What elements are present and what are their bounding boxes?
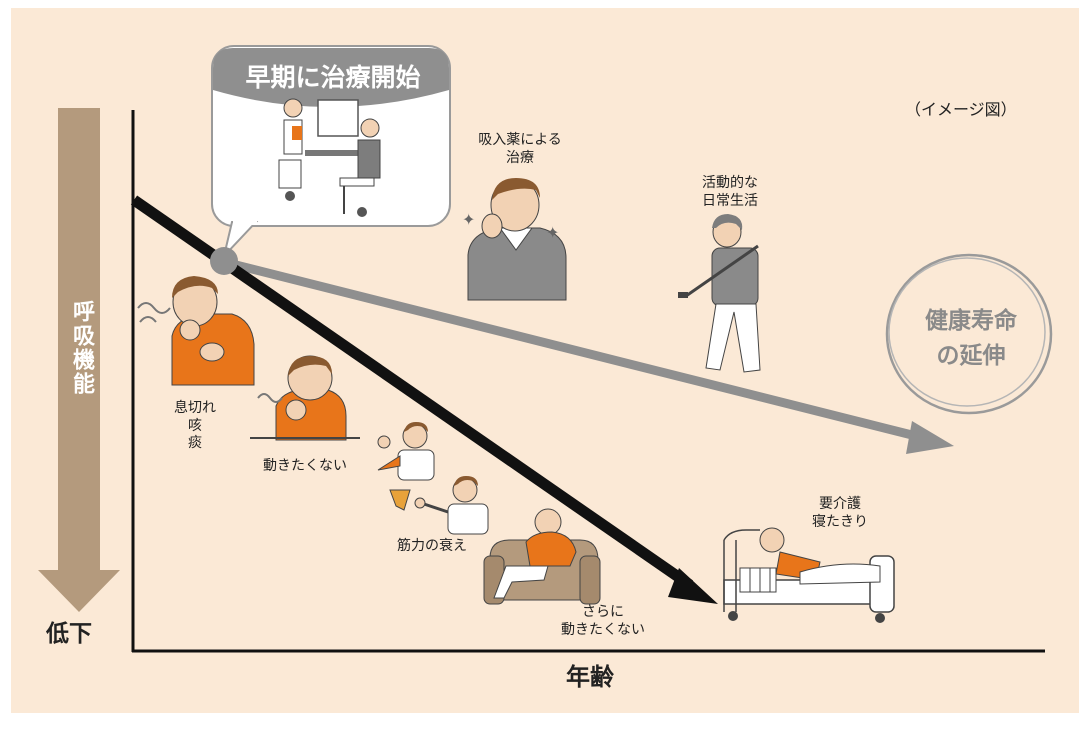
label-no-motivation: 動きたくない xyxy=(263,458,347,474)
bedridden-patient xyxy=(723,527,895,623)
goal-text: 健康寿命 の延伸 xyxy=(925,308,1017,369)
y-axis-label: 呼吸機能 xyxy=(69,300,94,396)
armchair-man xyxy=(483,508,601,605)
label-muscle-decline: 筋力の衰え xyxy=(397,538,467,554)
image-note: （イメージ図） xyxy=(905,100,1017,119)
treatment-start-point xyxy=(210,247,238,275)
svg-text:✦: ✦ xyxy=(462,210,475,229)
weak-man-1 xyxy=(377,422,435,511)
label-breathlessness: 息切れ 咳 痰 xyxy=(174,400,216,451)
label-care-required: 要介護 寝たきり xyxy=(812,496,868,530)
label-even-less-motivation: さらに 動きたくない xyxy=(561,604,645,638)
bubble-title: 早期に治療開始 xyxy=(245,63,421,92)
label-inhaler-treatment: 吸入薬による 治療 xyxy=(478,132,562,166)
unmotivated-man xyxy=(250,355,360,441)
inhaler-man: ✦ ✦ xyxy=(462,178,567,301)
y-axis-bottom-label: 低下 xyxy=(46,621,92,647)
goal-circle xyxy=(885,253,1053,415)
treatment-arrow xyxy=(222,257,954,454)
svg-text:✦: ✦ xyxy=(546,223,559,242)
early-treatment-bubble xyxy=(211,45,451,260)
respiratory-function-arrow xyxy=(38,108,120,612)
golfer xyxy=(678,214,761,373)
coughing-man xyxy=(137,276,255,386)
x-axis-label: 年齢 xyxy=(566,663,614,691)
weak-man-2 xyxy=(414,476,489,535)
label-active-life: 活動的な 日常生活 xyxy=(702,175,758,209)
